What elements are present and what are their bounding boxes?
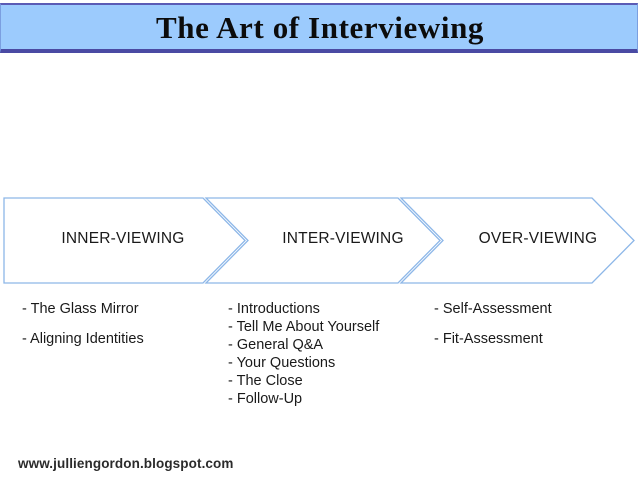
list-item: - Aligning Identities	[22, 331, 144, 347]
chevron-stage-3-shape	[399, 197, 635, 284]
process-chevron-band	[0, 193, 638, 288]
chevron-stage-2-shape	[204, 197, 441, 284]
footer-url: www.julliengordon.blogspot.com	[18, 456, 234, 471]
chevron-stage-1-shape	[3, 197, 246, 284]
list-item: - Tell Me About Yourself	[228, 319, 380, 335]
bullet-column-inter-viewing: - Introductions - Tell Me About Yourself…	[228, 301, 379, 409]
list-item: - The Close	[228, 373, 303, 389]
chevron-stage-3-label: OVER-VIEWING	[478, 230, 598, 247]
list-item: - General Q&A	[228, 337, 324, 353]
bullet-column-over-viewing: - Self-Assessment - Fit-Assessment	[434, 301, 552, 361]
list-item: - The Glass Mirror	[22, 301, 139, 317]
list-item: - Follow-Up	[228, 391, 303, 407]
list-item: - Self-Assessment	[434, 301, 552, 317]
chevron-stage-2-label: INTER-VIEWING	[282, 230, 404, 247]
chevron-stage-1-label: INNER-VIEWING	[61, 230, 185, 247]
list-item: - Introductions	[228, 301, 320, 317]
page-title: The Art of Interviewing	[155, 10, 485, 45]
list-item: - Your Questions	[228, 355, 336, 371]
bullet-column-inner-viewing: - The Glass Mirror - Aligning Identities	[22, 301, 144, 361]
title-banner: The Art of Interviewing	[0, 3, 638, 53]
list-item: - Fit-Assessment	[434, 331, 543, 347]
